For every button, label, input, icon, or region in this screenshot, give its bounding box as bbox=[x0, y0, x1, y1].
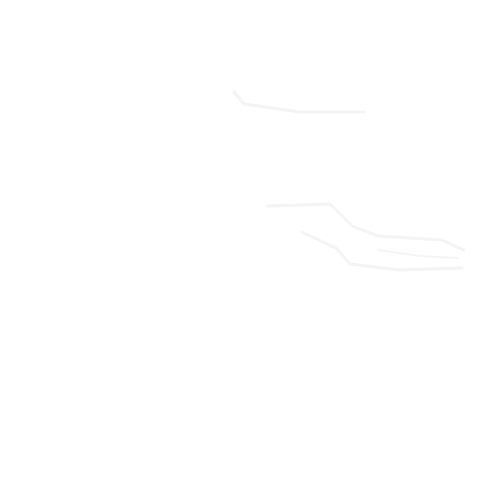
faint-stroke-lower-b bbox=[300, 230, 464, 272]
faint-stroke-upper bbox=[232, 90, 366, 114]
faint-stroke-lower-a bbox=[266, 202, 466, 252]
faint-stroke-lower-c bbox=[377, 249, 459, 259]
